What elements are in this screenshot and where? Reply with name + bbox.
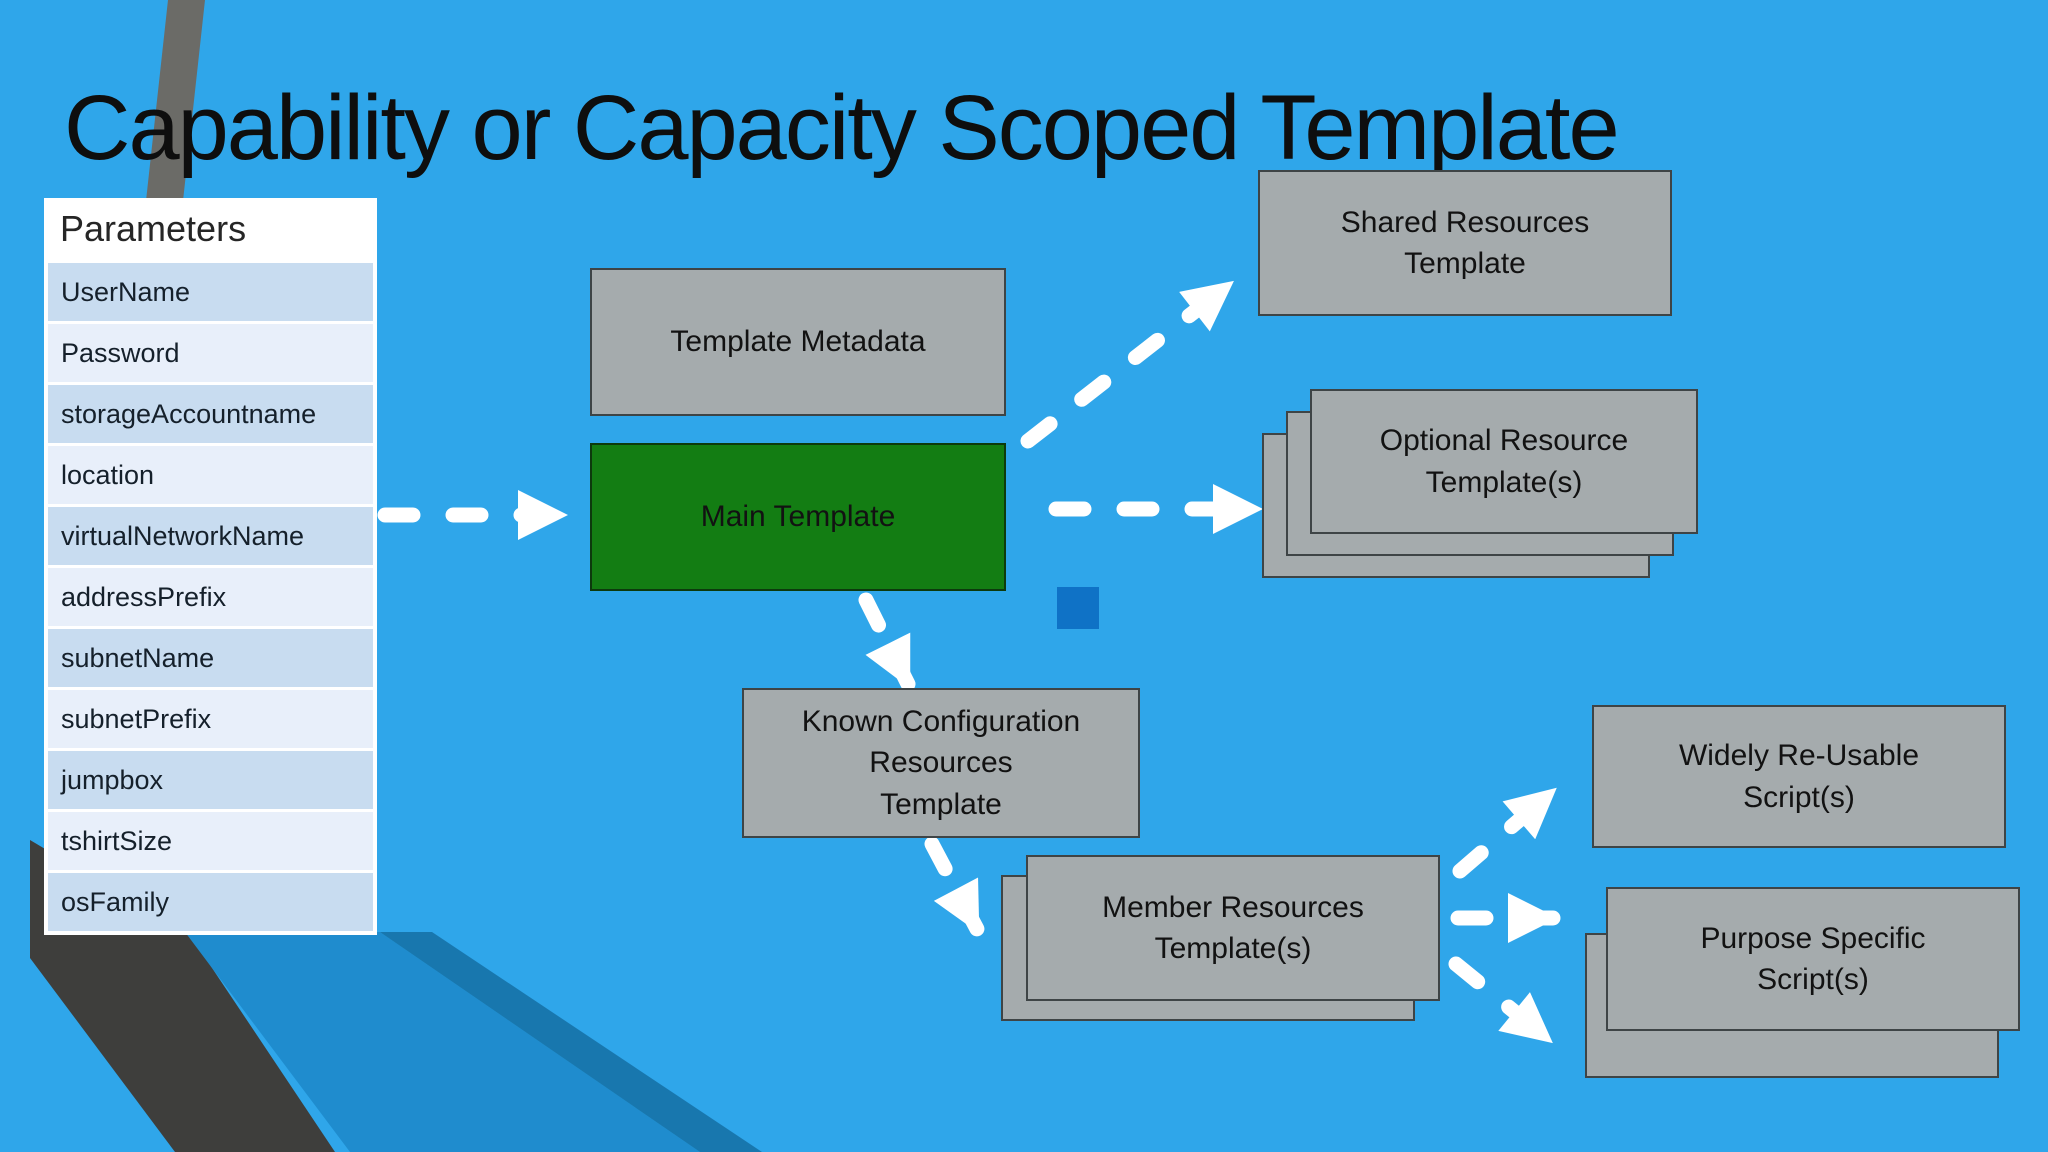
- parameter-row: storageAccountname: [48, 385, 373, 443]
- slide-title: Capability or Capacity Scoped Template: [64, 76, 1620, 179]
- parameter-row: tshirtSize: [48, 812, 373, 870]
- arrow-member-to-purpose-specific-lower: [1448, 956, 1557, 1048]
- parameter-row: Password: [48, 324, 373, 382]
- arrow-member-to-widely-reusable: [1452, 783, 1561, 879]
- parameters-header: Parameters: [48, 198, 373, 260]
- parameter-row: UserName: [48, 263, 373, 321]
- parameter-row: location: [48, 446, 373, 504]
- parameter-row: addressPrefix: [48, 568, 373, 626]
- bottom-blue-ribbon-shadow: [380, 932, 762, 1152]
- parameter-row: subnetName: [48, 629, 373, 687]
- arrow-known-configuration-to-member-resources: [924, 836, 985, 937]
- node-widely-reusable-scripts: Widely Re-Usable Script(s): [1592, 705, 2006, 848]
- accent-square: [1057, 587, 1099, 629]
- bottom-blue-ribbon: [185, 932, 700, 1152]
- parameter-row: jumpbox: [48, 751, 373, 809]
- node-known-configuration-template: Known Configuration Resources Template: [742, 688, 1140, 838]
- node-template-metadata: Template Metadata: [590, 268, 1006, 416]
- arrow-main-to-known-configuration: [858, 592, 916, 692]
- node-optional-resources-template: Optional Resource Template(s): [1310, 389, 1698, 534]
- node-main-template: Main Template: [590, 443, 1006, 591]
- node-purpose-specific-scripts: Purpose Specific Script(s): [1606, 887, 2020, 1031]
- parameters-panel: Parameters UserName Password storageAcco…: [44, 198, 377, 935]
- arrow-main-to-shared-resources: [1020, 276, 1238, 449]
- parameter-row: subnetPrefix: [48, 690, 373, 748]
- top-gray-ribbon: [145, 0, 205, 210]
- parameter-row: virtualNetworkName: [48, 507, 373, 565]
- node-member-resources-template: Member Resources Template(s): [1026, 855, 1440, 1001]
- parameter-row: osFamily: [48, 873, 373, 931]
- node-shared-resources-template: Shared Resources Template: [1258, 170, 1672, 316]
